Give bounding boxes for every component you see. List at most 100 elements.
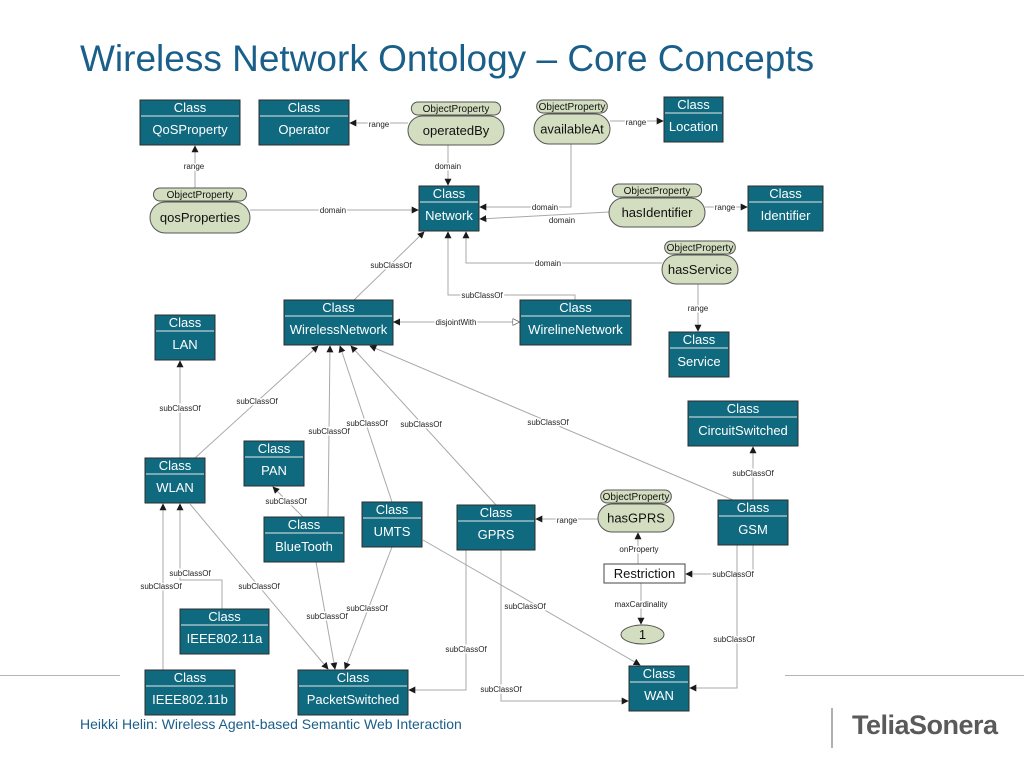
edge-gsm-to-wirelessnetwork: subClassOf xyxy=(369,345,734,501)
edge-label: maxCardinality xyxy=(615,600,668,609)
edge-line xyxy=(369,345,734,501)
edge-label: subClassOf xyxy=(140,582,182,591)
class-box xyxy=(154,314,216,361)
class-box xyxy=(263,516,345,563)
edge-label: subClassOf xyxy=(400,420,442,429)
class-header: Class xyxy=(376,502,409,517)
class-header: Class xyxy=(169,315,202,330)
edge-gprs-to-wirelessnetwork: subClassOf xyxy=(350,345,497,506)
class-header: Class xyxy=(683,332,716,347)
property-type-tab xyxy=(536,99,608,114)
footer-rule-right xyxy=(785,675,1024,676)
class-box xyxy=(144,669,236,716)
edge-line xyxy=(479,211,610,223)
edge-label: disjointWith xyxy=(436,318,477,327)
edge-line xyxy=(462,231,662,264)
property-pill xyxy=(661,254,739,285)
class-name: WAN xyxy=(644,688,674,703)
class-name: QoSProperty xyxy=(152,122,228,137)
edge-label: subClassOf xyxy=(306,612,348,621)
class-header: Class xyxy=(159,458,192,473)
class-name: Network xyxy=(425,208,473,223)
literal-node[interactable]: 1 xyxy=(620,624,665,645)
edge-line xyxy=(353,231,425,301)
property-type: ObjectProperty xyxy=(423,104,490,115)
class-header: Class xyxy=(174,100,207,115)
teliasonera-logo: TeliaSonera xyxy=(852,710,998,740)
class-name: UMTS xyxy=(374,524,411,539)
class-name: Operator xyxy=(278,122,330,137)
class-box xyxy=(361,501,423,548)
restriction-node[interactable]: Restriction xyxy=(603,563,686,584)
edge-gsm-to-circuitswitched: subClassOf xyxy=(731,446,776,500)
edge-line xyxy=(326,345,334,518)
edge-line xyxy=(315,561,338,670)
property-pill xyxy=(407,115,505,146)
class-header: Class xyxy=(174,670,207,685)
property-type: ObjectProperty xyxy=(624,186,691,197)
property-type-tab xyxy=(600,489,672,504)
edge-label: domain xyxy=(320,206,346,215)
class-name: GPRS xyxy=(478,527,515,542)
class-box xyxy=(519,299,632,346)
edge-wlan-to-lan: subClassOf xyxy=(158,360,203,458)
class-box xyxy=(456,504,536,551)
edge-wlan-to-packetswitched: subClassOf xyxy=(189,503,329,670)
edge-line xyxy=(338,345,393,503)
edge-umts-to-packetswitched: subClassOf xyxy=(343,546,393,670)
class-box xyxy=(687,400,799,447)
edge-label: subClassOf xyxy=(159,404,201,413)
class-name: IEEE802.11a xyxy=(187,631,263,646)
edge-restriction-to-card1: maxCardinality xyxy=(613,583,669,625)
edge-label: subClassOf xyxy=(308,427,350,436)
slide-title: Wireless Network Ontology – Core Concept… xyxy=(80,38,815,79)
property-pill xyxy=(597,503,675,533)
edge-label: subClassOf xyxy=(713,635,755,644)
class-name: Identifier xyxy=(761,208,812,223)
footer-rule-left xyxy=(0,675,120,676)
edge-bluetooth-to-wirelessnetwork: subClassOf xyxy=(307,345,352,518)
edge-label: range xyxy=(688,304,709,313)
edge-line xyxy=(685,545,754,578)
class-header: Class xyxy=(559,300,592,315)
class-header: Class xyxy=(337,670,370,685)
property-type: ObjectProperty xyxy=(167,190,234,201)
edge-wirelessnetwork-to-wirelinenetwork: disjointWith xyxy=(393,317,519,329)
class-box xyxy=(628,665,690,712)
edge-label: range xyxy=(369,120,390,129)
property-type-tab xyxy=(611,183,703,198)
edge-label: subClassOf xyxy=(445,645,487,654)
edge-ieee80211b-to-wlan: subClassOf xyxy=(139,503,184,670)
edge-umts-to-wirelessnetwork: subClassOf xyxy=(338,345,393,503)
edge-line xyxy=(408,550,467,694)
class-box xyxy=(418,185,480,232)
edge-wlan-to-wirelessnetwork: subClassOf xyxy=(194,345,319,459)
edge-label: subClassOf xyxy=(346,604,388,613)
